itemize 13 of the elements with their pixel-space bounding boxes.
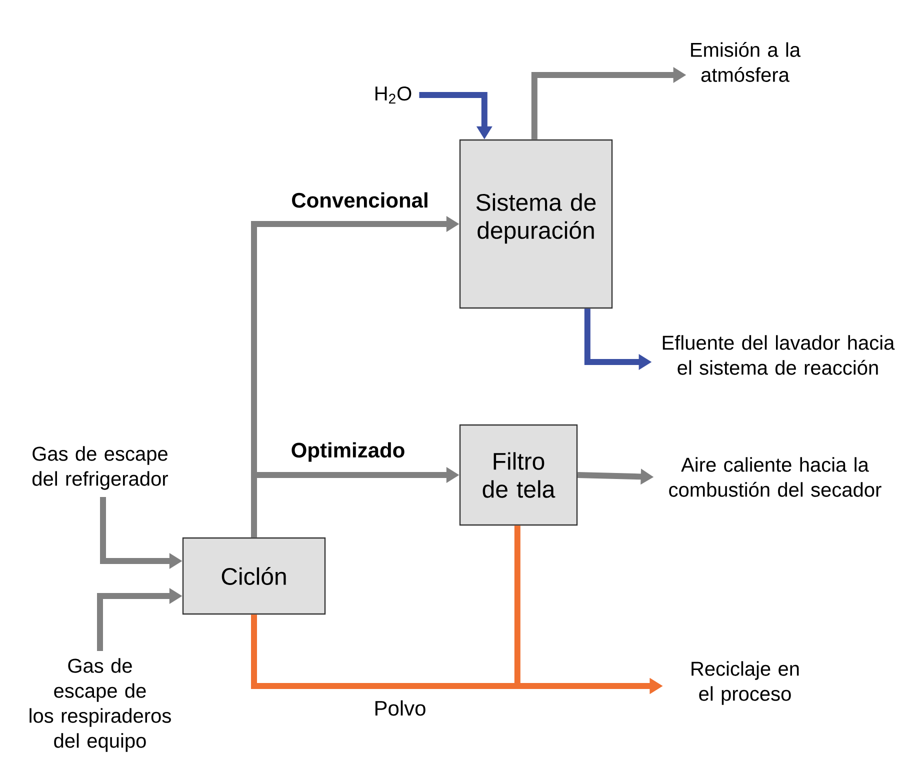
output-label: Aire caliente hacia la combustión del secador <box>669 457 882 497</box>
edge-label: Optimizado <box>290 441 406 463</box>
edge-label: Polvo <box>372 699 428 717</box>
output-label: Efluente del lavador hacia el sistema de reacción <box>662 335 895 375</box>
input-label: Gas de escape de los respiraderos del equipo <box>30 658 171 752</box>
process-box: Sistema de depuración <box>459 139 613 309</box>
input-label: H$_{2}$O <box>376 86 412 104</box>
output-label: Reciclaje en el proceso <box>692 661 799 705</box>
output-label: Emisión a la atmósfera <box>691 42 801 82</box>
process-box: Filtro de tela <box>459 424 578 526</box>
process-box: Ciclón <box>182 537 326 615</box>
edge-label: Convencional <box>290 191 430 209</box>
input-label: Gas de escape del refrigerador <box>32 446 168 490</box>
